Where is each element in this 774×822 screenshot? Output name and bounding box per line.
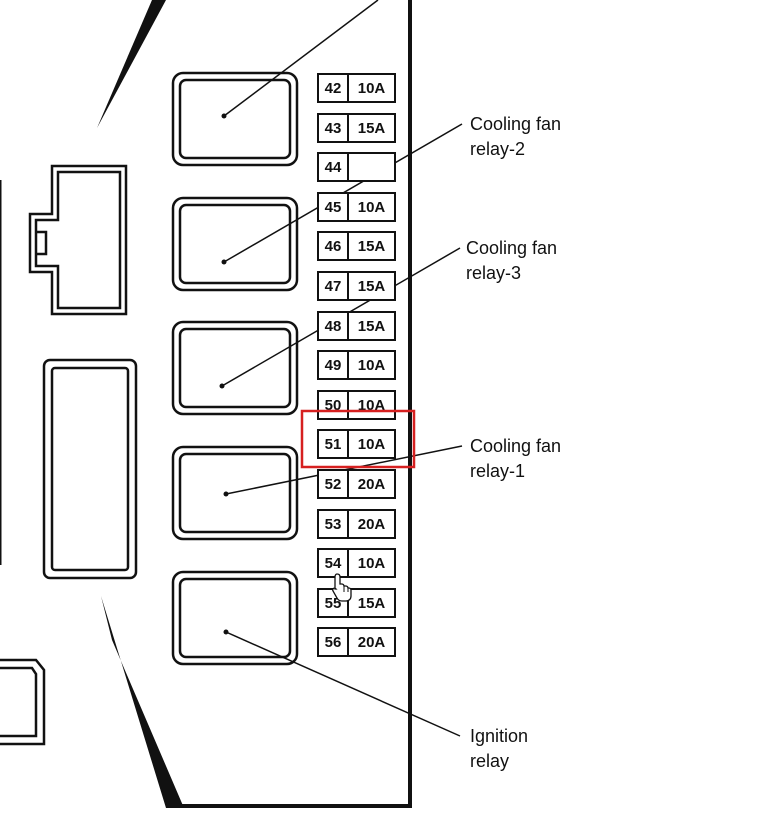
fuse-rating: 10A bbox=[358, 436, 386, 453]
callout-cooling-fan-relay-3: Cooling fan relay-3 bbox=[466, 238, 557, 283]
fuse-number: 46 bbox=[325, 238, 342, 255]
fuse-highlight-box bbox=[300, 409, 416, 469]
fuse-number: 43 bbox=[325, 120, 342, 137]
fuse-rating: 10A bbox=[358, 80, 386, 97]
fuse-number: 45 bbox=[325, 199, 342, 216]
fuse-44: 44 bbox=[317, 152, 396, 182]
fuse-rating: 15A bbox=[358, 238, 386, 255]
callout-line2: relay-2 bbox=[470, 139, 525, 159]
leader-line-ignition bbox=[225, 631, 461, 737]
fuse-number: 53 bbox=[325, 516, 342, 533]
callout-cooling-fan-relay-2: Cooling fan relay-2 bbox=[470, 114, 561, 159]
fuse-rating: 20A bbox=[358, 476, 386, 493]
fuse-rating: 10A bbox=[358, 555, 386, 572]
fuse-number: 51 bbox=[325, 436, 342, 453]
callout-ignition-relay: Ignition relay bbox=[470, 726, 528, 771]
fuse-rating: 15A bbox=[358, 318, 386, 335]
fuse-number: 56 bbox=[325, 634, 342, 651]
fuse-number: 44 bbox=[325, 159, 342, 176]
fuse-rating: 15A bbox=[358, 595, 386, 612]
fuse-rating: 10A bbox=[358, 357, 386, 374]
fuse-number: 52 bbox=[325, 476, 342, 493]
fuse-rating: 20A bbox=[358, 634, 386, 651]
fuse-53: 53 20A bbox=[317, 509, 396, 539]
callout-line1: Cooling fan bbox=[470, 114, 561, 134]
cutaway-edge-bottom bbox=[101, 596, 184, 808]
relay-5 bbox=[171, 570, 299, 666]
callout-cooling-fan-relay-1: Cooling fan relay-1 bbox=[470, 436, 561, 481]
fuse-52: 52 20A bbox=[317, 469, 396, 499]
leader-line-top bbox=[223, 0, 379, 117]
fuse-box-outline bbox=[178, 0, 412, 808]
cutaway-edge-top bbox=[97, 0, 166, 128]
fuse-48: 48 15A bbox=[317, 311, 396, 341]
connector-bottom-left bbox=[0, 658, 46, 746]
hand-pointer-icon bbox=[332, 573, 352, 602]
fuse-number: 42 bbox=[325, 80, 342, 97]
tall-block bbox=[42, 358, 138, 580]
callout-line2: relay-1 bbox=[470, 461, 525, 481]
fuse-45: 45 10A bbox=[317, 192, 396, 222]
relay-3 bbox=[171, 320, 299, 416]
callout-line2: relay bbox=[470, 751, 509, 771]
fuse-rating: 20A bbox=[358, 516, 386, 533]
fuse-49: 49 10A bbox=[317, 350, 396, 380]
fuse-56: 56 20A bbox=[317, 627, 396, 657]
fuse-51: 51 10A bbox=[317, 429, 396, 459]
callout-line1: Cooling fan bbox=[470, 436, 561, 456]
relay-4 bbox=[171, 445, 299, 541]
fuse-43: 43 15A bbox=[317, 113, 396, 143]
relay-1 bbox=[171, 71, 299, 167]
relay-2 bbox=[171, 196, 299, 292]
fuse-rating: 10A bbox=[358, 199, 386, 216]
callout-line2: relay-3 bbox=[466, 263, 521, 283]
relay-group bbox=[171, 71, 299, 666]
fuse-42: 42 10A bbox=[317, 73, 396, 103]
callout-line1: Cooling fan bbox=[466, 238, 557, 258]
fuse-number: 49 bbox=[325, 357, 342, 374]
fuse-46: 46 15A bbox=[317, 231, 396, 261]
fuse-54: 54 10A bbox=[317, 548, 396, 578]
fuse-rating: 15A bbox=[358, 278, 386, 295]
fuse-rating: 15A bbox=[358, 120, 386, 137]
callout-line1: Ignition bbox=[470, 726, 528, 746]
connector-left bbox=[28, 164, 128, 316]
fuse-number: 47 bbox=[325, 278, 342, 295]
fuse-number: 54 bbox=[325, 555, 342, 572]
fuse-number: 48 bbox=[325, 318, 342, 335]
fuse-47: 47 15A bbox=[317, 271, 396, 301]
